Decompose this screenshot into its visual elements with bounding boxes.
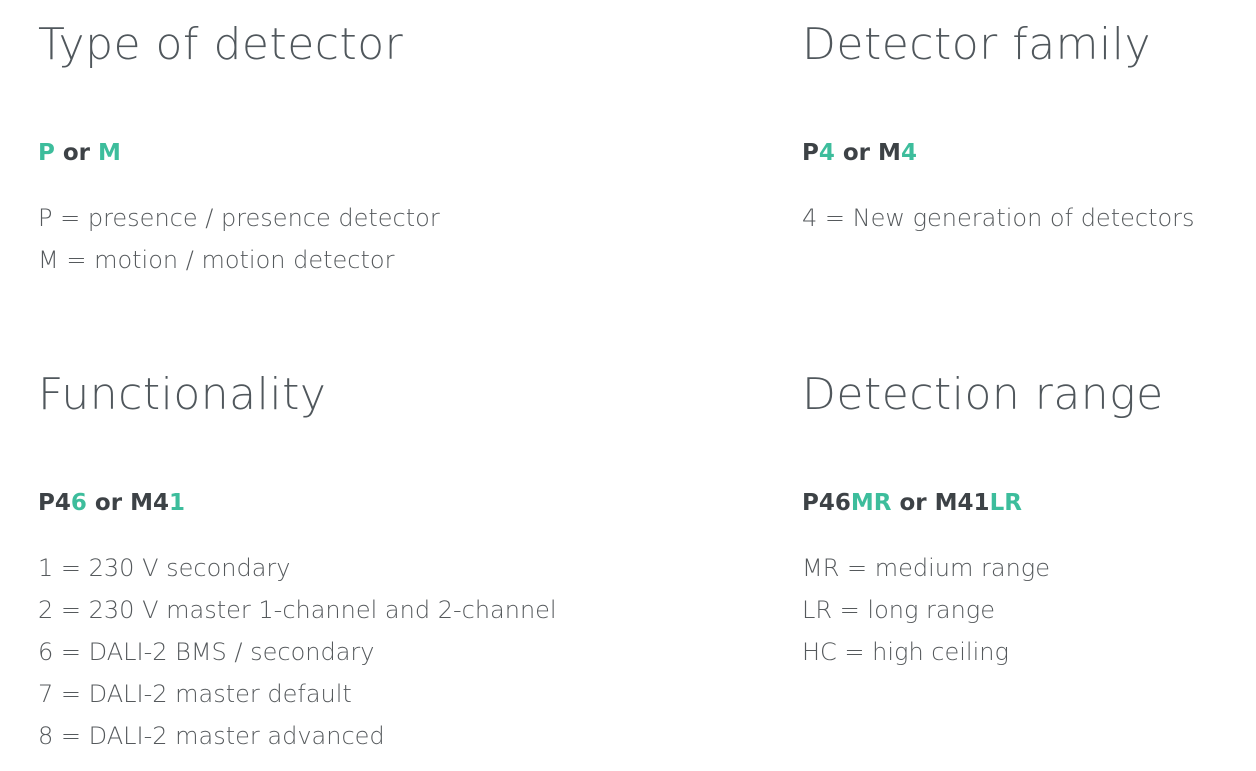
code-highlight: LR [989,490,1022,516]
code-highlight: 4 [900,140,917,166]
code-part: P4 [38,490,71,516]
model-code: P46 or M41 [38,490,185,516]
code-highlight: 1 [168,490,185,516]
section-heading: Detector family [802,19,1152,70]
code-part: or [86,490,131,516]
list-item: 2 = 230 V master 1-channel and 2-channel [38,596,557,624]
model-code: P46MR or M41LR [802,490,1022,516]
code-highlight: 6 [70,490,87,516]
definition-list: MR = medium range LR = long range HC = hig… [802,547,1050,673]
code-highlight: P [38,140,55,166]
definition-list: 1 = 230 V secondary 2 = 230 V master 1-ch… [38,547,557,757]
code-highlight: M [98,140,121,166]
code-highlight: 4 [818,140,835,166]
code-part: P46 [802,490,851,516]
list-item: M = motion / motion detector [38,246,395,274]
code-part: M41 [934,490,990,516]
definition-list: 4 = New generation of detectors [802,197,1195,239]
code-highlight: MR [850,490,892,516]
definition-list: P = presence / presence detector M = moti… [38,197,440,281]
list-item: 6 = DALI-2 BMS / secondary [38,638,375,666]
code-part: or [54,140,99,166]
list-item: 4 = New generation of detectors [802,204,1195,232]
section-heading: Type of detector [38,19,404,70]
section-heading: Functionality [38,369,327,420]
model-code: P or M [38,140,121,166]
code-part: M4 [130,490,169,516]
code-part: P [802,140,819,166]
list-item: 7 = DALI-2 master default [38,680,352,708]
code-part: M [878,140,901,166]
code-part: or [834,140,879,166]
model-code: P4 or M4 [802,140,917,166]
code-part: or [891,490,935,516]
list-item: P = presence / presence detector [38,204,440,232]
list-item: MR = medium range [802,554,1050,582]
list-item: LR = long range [802,596,995,624]
section-heading: Detection range [802,369,1164,420]
list-item: 1 = 230 V secondary [38,554,291,582]
list-item: 8 = DALI-2 master advanced [38,722,385,750]
list-item: HC = high ceiling [802,638,1009,666]
